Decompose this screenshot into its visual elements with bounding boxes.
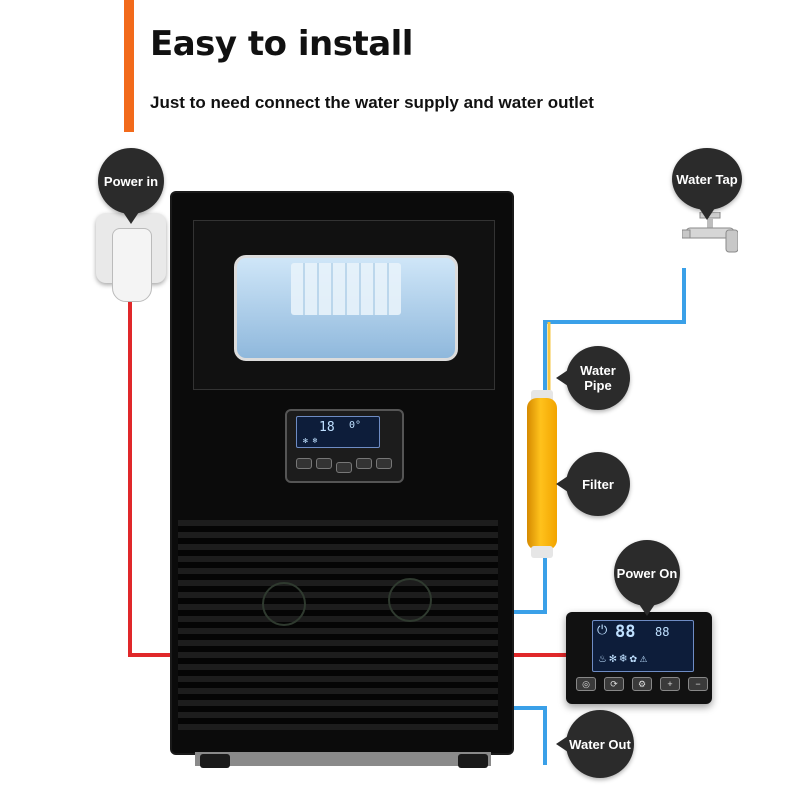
callout-water-out-label: Water Out [569,736,631,752]
callout-filter-label: Filter [582,476,614,492]
water-out-pipe [512,706,547,765]
callout-water-out: Water Out [556,710,634,778]
callout-water-tap: Water Tap [672,148,742,220]
filter-cap-bottom [531,546,553,558]
machine-secondary-readout: 0° [349,420,362,431]
machine-button-set[interactable] [336,462,352,473]
machine-button-power[interactable] [296,458,312,469]
card-primary-readout: 88 [615,622,636,642]
callout-power-in: Power in [98,148,164,224]
fan-left-icon [262,582,306,626]
ice-cube-grid [291,263,401,315]
machine-vent-grille [178,520,498,730]
power-plug [112,228,152,302]
page-subtitle: Just to need connect the water supply an… [150,93,594,112]
machine-temp-readout: 18 [319,420,335,435]
callout-power-on-label: Power On [616,565,678,581]
card-button-minus[interactable]: − [688,677,708,691]
power-wire [128,300,175,657]
water-inlet-pipe [543,268,686,392]
card-status-icons: ♨✻❄✿⚠ [599,651,651,665]
callout-water-pipe-label: Water Pipe [580,363,616,393]
callout-water-tap-label: Water Tap [676,171,738,187]
water-filter [527,398,557,550]
callout-power-in-label: Power in [103,173,159,189]
accent-bar [124,0,134,132]
callout-power-on: Power On [614,540,680,616]
card-button-mode[interactable]: ⟳ [604,677,624,691]
callout-filter: Filter [556,452,630,516]
machine-base-plate [195,752,491,766]
machine-lcd: 18 0° ✻ ❄ [296,416,380,448]
card-secondary-readout: 88 [655,625,670,639]
fan-right-icon [388,578,432,622]
callout-water-pipe: Water Pipe [556,346,630,410]
machine-button-plus[interactable] [356,458,372,469]
card-button-plus[interactable]: + [660,677,680,691]
page-title: Easy to install [150,24,413,64]
machine-button-mode[interactable] [316,458,332,469]
machine-button-minus[interactable] [376,458,392,469]
card-lcd: ⏻ 88 88 ♨✻❄✿⚠ [592,620,694,672]
card-power-icon: ⏻ [597,623,608,638]
card-button-set[interactable]: ⚙ [632,677,652,691]
water-inlet-pipe-lower [512,556,547,614]
water-tap-icon [682,212,738,253]
machine-foot-left [200,754,230,768]
machine-foot-right [458,754,488,768]
machine-fan-icon: ✻ ❄ [303,436,318,445]
card-button-power[interactable]: ◎ [576,677,596,691]
